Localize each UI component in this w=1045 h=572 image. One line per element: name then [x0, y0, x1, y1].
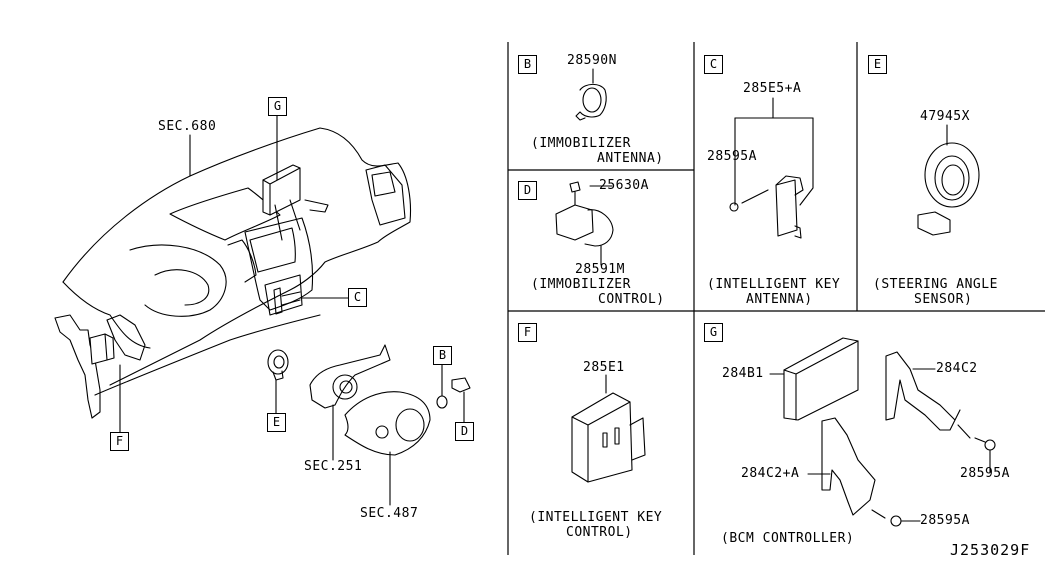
intelligent-key-antenna-drawing [729, 97, 814, 239]
panel-e-id: E [868, 55, 887, 74]
part-number[interactable]: 284C2+A [741, 466, 800, 481]
part-number[interactable]: 284B1 [722, 366, 764, 381]
panel-caption-line-1: (INTELLIGENT KEY [529, 510, 663, 525]
callout-b[interactable]: B [433, 346, 452, 365]
part-number[interactable]: 285E5+A [743, 81, 802, 96]
panel-caption-line-2: SENSOR) [914, 292, 973, 307]
part-number[interactable]: 284C2 [936, 361, 978, 376]
part-number[interactable]: 25630A [599, 178, 649, 193]
immobilizer-antenna-drawing [575, 68, 607, 121]
panel-c-id: C [704, 55, 723, 74]
panel-caption-line-2: CONTROL) [566, 525, 633, 540]
part-number[interactable]: 285E1 [583, 360, 625, 375]
drawing-id: J253029F [950, 541, 1031, 559]
panel-caption-line-2: ANTENNA) [746, 292, 813, 307]
section-ref-251: SEC.251 [304, 459, 363, 474]
part-number[interactable]: 28590N [567, 53, 617, 68]
panel-caption-line-1: (STEERING ANGLE [873, 277, 998, 292]
panel-caption-line-1: (INTELLIGENT KEY [707, 277, 841, 292]
panel-f-id: F [518, 323, 537, 342]
panel-caption-line-1: (IMMOBILIZER [531, 136, 631, 151]
steering-angle-sensor-drawing [917, 124, 980, 236]
instrument-panel-drawing [54, 127, 471, 456]
part-number[interactable]: 28595A [960, 466, 1010, 481]
callout-f[interactable]: F [110, 432, 129, 451]
part-number[interactable]: 47945X [920, 109, 970, 124]
overview-leader-lines [119, 114, 465, 506]
section-ref-680: SEC.680 [158, 119, 217, 134]
panel-caption-line-2: ANTENNA) [597, 151, 664, 166]
callout-g[interactable]: G [268, 97, 287, 116]
panel-d-id: D [518, 181, 537, 200]
panel-grid [507, 42, 1045, 555]
panel-g-id: G [704, 323, 723, 342]
panel-b-id: B [518, 55, 537, 74]
panel-caption-line-2: CONTROL) [598, 292, 665, 307]
panel-caption-line-1: (IMMOBILIZER [531, 277, 631, 292]
callout-e[interactable]: E [267, 413, 286, 432]
callout-d[interactable]: D [455, 422, 474, 441]
section-ref-487: SEC.487 [360, 506, 419, 521]
intelligent-key-control-drawing [571, 374, 646, 483]
callout-c[interactable]: C [348, 288, 367, 307]
panel-caption: (BCM CONTROLLER) [721, 531, 855, 546]
part-number[interactable]: 28591M [575, 262, 625, 277]
bcm-controller-drawing [769, 337, 996, 527]
part-number[interactable]: 28595A [920, 513, 970, 528]
immobilizer-control-drawing [555, 181, 614, 266]
part-number[interactable]: 28595A [707, 149, 757, 164]
